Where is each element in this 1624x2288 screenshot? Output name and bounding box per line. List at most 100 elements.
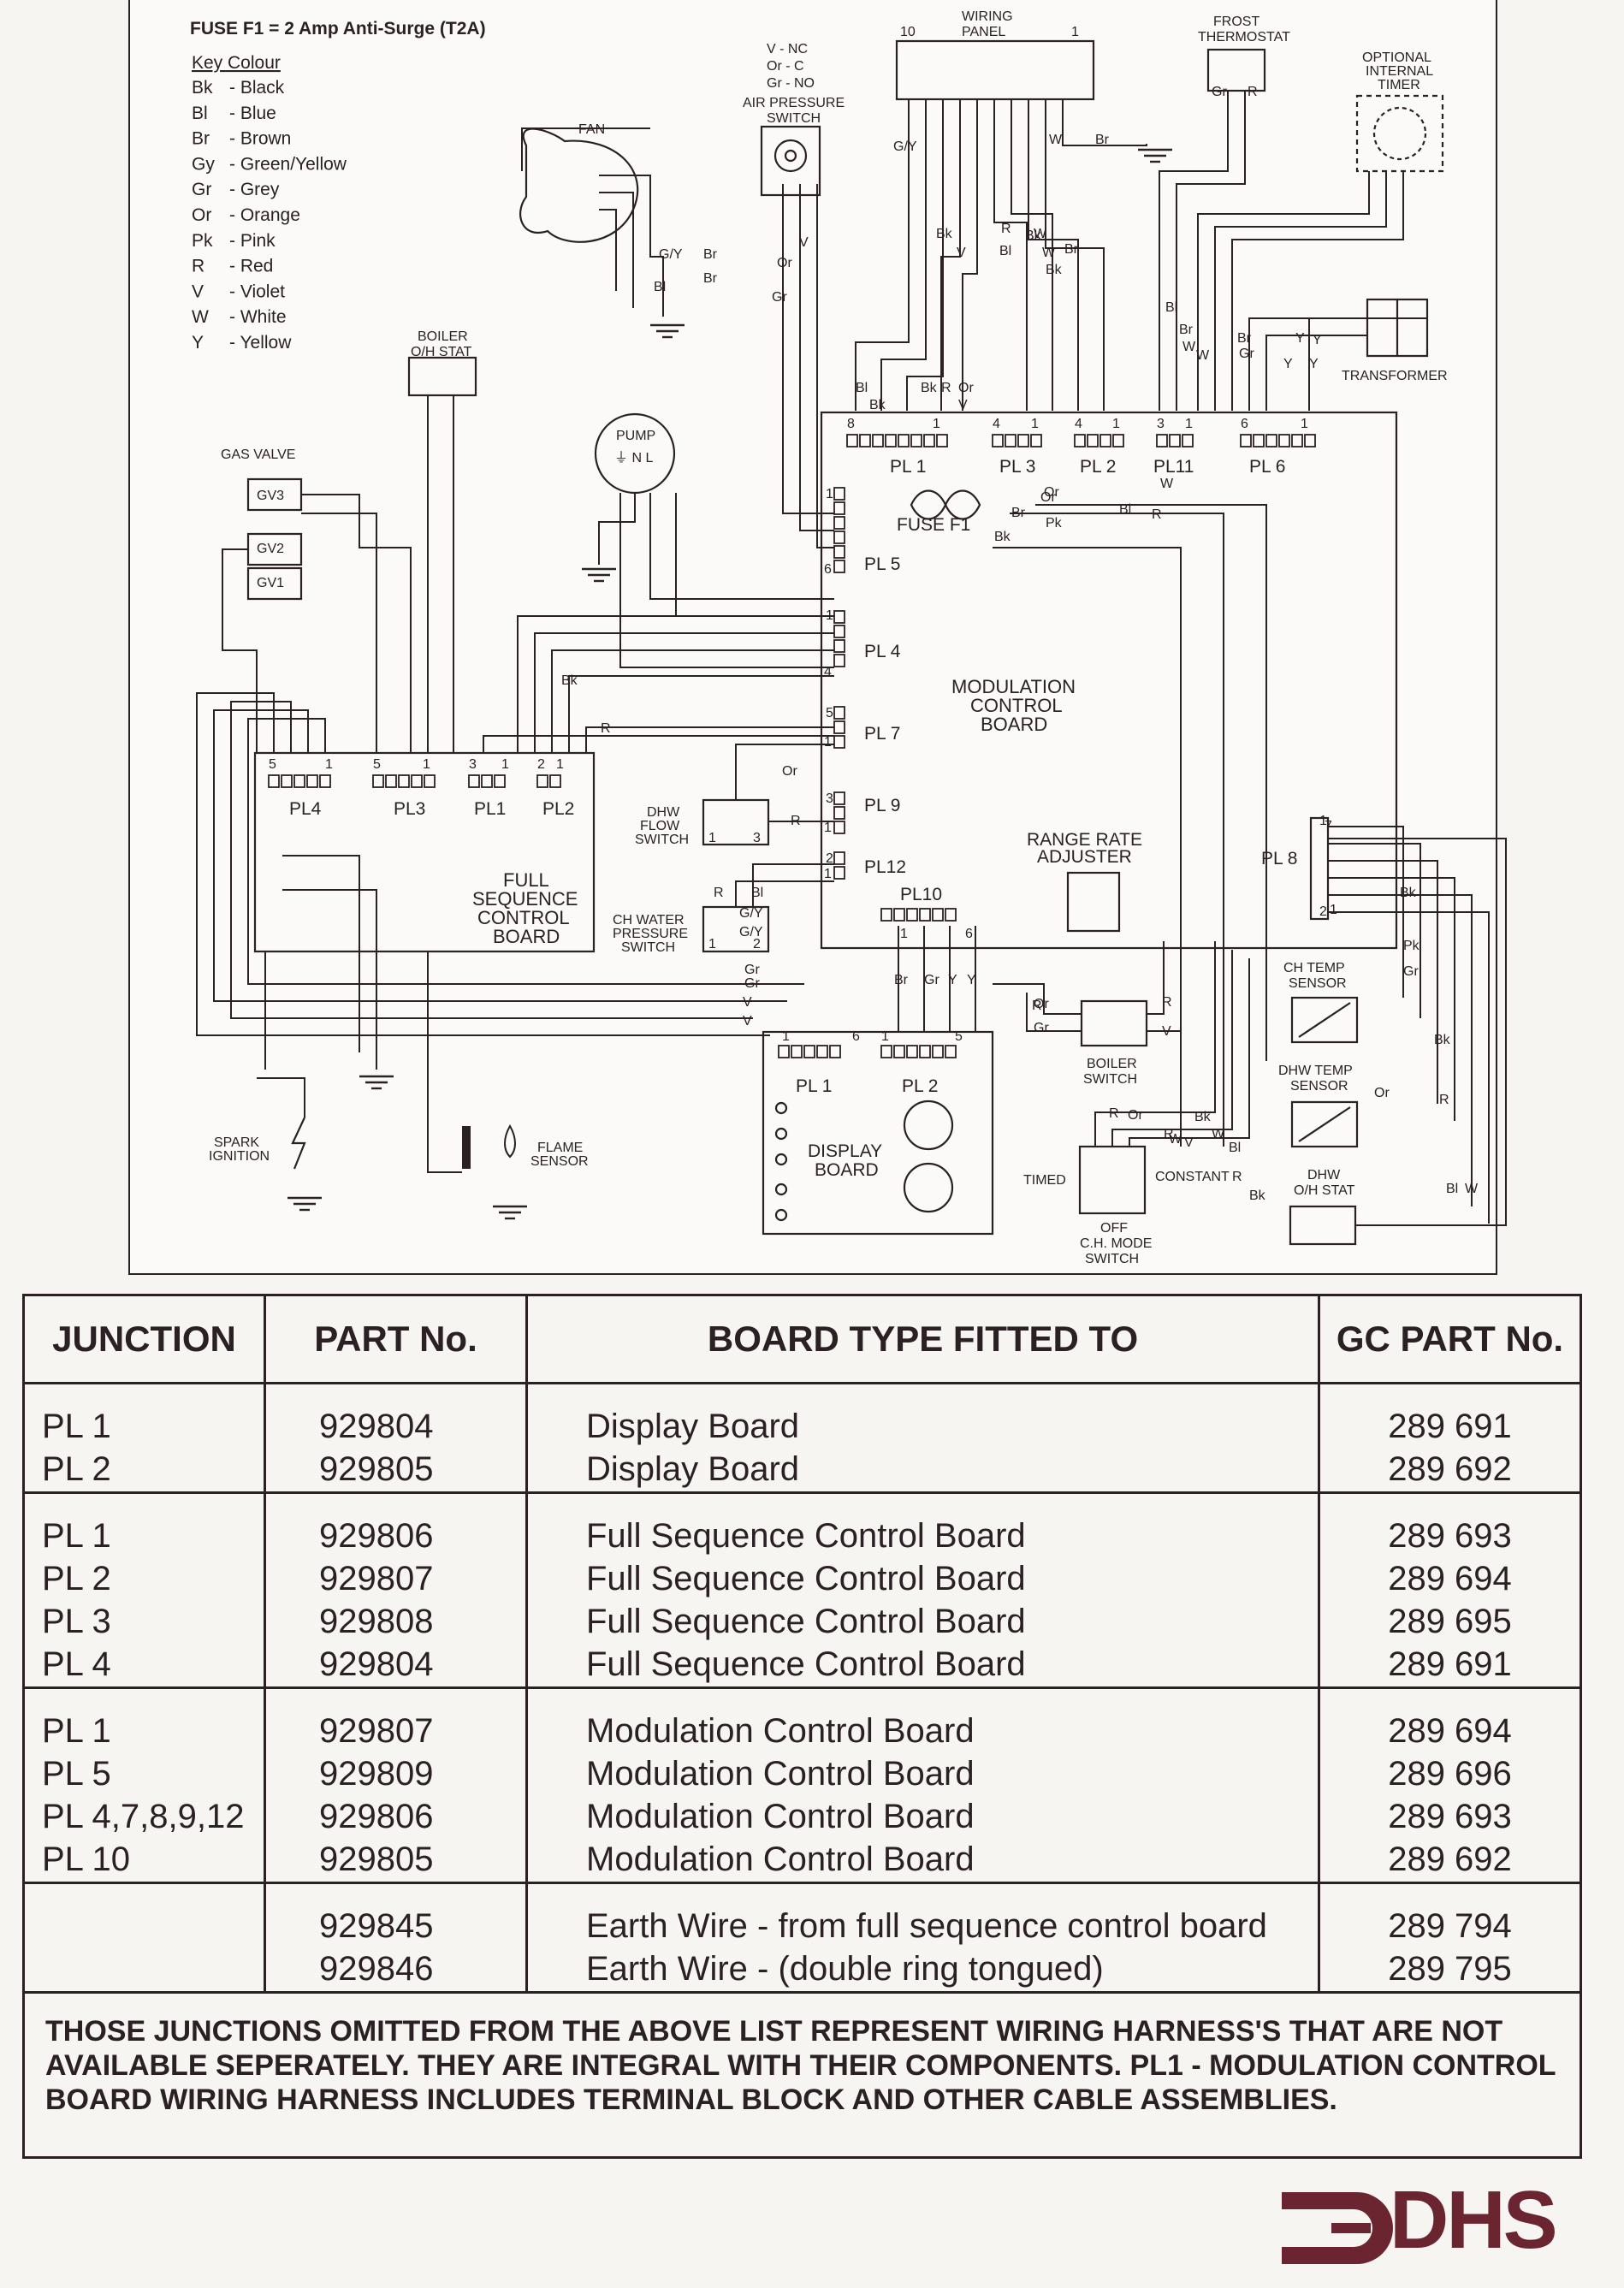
wire-colour-label: Bk (1400, 886, 1417, 900)
air-switch-legend-no: Gr - NO (767, 76, 815, 91)
wire (551, 649, 834, 753)
wire (752, 863, 834, 907)
mod-pl2-label: PL 2 (1080, 457, 1116, 477)
wire-colour-label: Bk (936, 227, 953, 241)
pin-number: 2 (1319, 904, 1327, 919)
wire (196, 692, 770, 1036)
wire (675, 493, 834, 617)
wire (1328, 860, 1438, 1104)
pin-number: 6 (1241, 417, 1248, 431)
connector-pin (833, 866, 845, 880)
connector-pin (306, 774, 318, 788)
connector-pin (398, 774, 410, 788)
air-switch-label: SWITCH (767, 111, 821, 126)
part-no-value: 929804 (319, 1408, 434, 1445)
key-colour-code: W (192, 307, 209, 327)
ch-water-pressure-label: PRESSURE (613, 927, 688, 941)
connector-pin (833, 821, 845, 834)
connector-pin (885, 434, 897, 448)
connector-pin (880, 908, 892, 922)
key-colour-name: - Black (229, 78, 285, 98)
wire-colour-label: W (1196, 348, 1210, 363)
key-colour-name: - White (229, 307, 287, 327)
connector-pin (411, 774, 423, 788)
connector-pin (833, 654, 845, 667)
key-colour-code: Gr (192, 180, 211, 199)
pin-number: 1 (824, 735, 832, 750)
boiler-switch-label: BOILER (1087, 1057, 1137, 1071)
fs-pl4-label: PL4 (289, 799, 322, 819)
wire (1094, 941, 1216, 1147)
connector-pin (919, 908, 931, 922)
wire-colour-label: W (1034, 227, 1047, 241)
pin-number: 1 (1319, 814, 1327, 828)
connector-pin (1005, 434, 1016, 448)
connector-pin (385, 774, 397, 788)
connector-strip (880, 908, 957, 922)
board-type-value: Display Board (586, 1408, 800, 1445)
connector-pin (833, 735, 845, 749)
wire-colour-label: G/Y (893, 139, 917, 154)
part-no-value: 929807 (319, 1712, 434, 1750)
pin-number: 8 (847, 417, 855, 431)
boiler-switch-label: SWITCH (1083, 1072, 1137, 1087)
connector-pin (846, 434, 858, 448)
air-switch-legend-c: Or - C (767, 59, 804, 74)
earth-icon (650, 323, 685, 339)
ch-mode-switch-label: C.H. MODE (1080, 1236, 1152, 1251)
connector-pin (1030, 434, 1042, 448)
flame-sensor-probe (462, 1126, 471, 1169)
connector-pin (1112, 434, 1124, 448)
connector-pin (424, 774, 436, 788)
wire-colour-label: Or (1128, 1108, 1143, 1123)
gas-valve-label: GAS VALVE (221, 448, 295, 462)
full-sequence-board-outline (253, 751, 596, 953)
full-sequence-label: CONTROL (477, 907, 570, 928)
mod-pl1-label: PL 1 (890, 457, 926, 477)
mod-pl3-label: PL 3 (999, 457, 1035, 477)
wire-colour-label: Br (1064, 242, 1079, 257)
wiring-diagram: FUSE F1 = 2 Amp Anti-Surge (T2A) Key Col… (190, 9, 1507, 1266)
key-colour-code: Bl (192, 104, 208, 123)
wire (1147, 941, 1165, 1015)
wire-colour-label: Bl (1119, 502, 1131, 517)
gc-part-no-value: 289 693 (1388, 1798, 1512, 1835)
pin-number: 3 (826, 791, 833, 806)
wire-colour-label: Bl (856, 381, 868, 395)
connector-pin (1304, 434, 1316, 448)
board-type-value: Modulation Control Board (586, 1755, 975, 1793)
connector-labels: PL 1 PL 3 PL 2 PL11 PL 6 PL 5 PL 4 PL 7 … (289, 457, 1297, 1096)
boiler-oh-stat-label: BOILER (418, 329, 468, 344)
connector-pin (932, 1045, 944, 1058)
wire-colour-label: V (957, 246, 966, 260)
wire (1011, 99, 1053, 411)
wire-colour-label: Gr (744, 976, 760, 991)
connector-pin (1169, 434, 1181, 448)
wire (1026, 993, 1082, 1032)
wire (301, 494, 412, 753)
connector-pin (923, 434, 935, 448)
wire-colour-label: W (1042, 246, 1056, 260)
wire-colour-label: Bk (1249, 1188, 1266, 1203)
optional-timer-box (1355, 94, 1444, 173)
board-type-value: Full Sequence Control Board (586, 1560, 1026, 1597)
wire (1328, 877, 1455, 1121)
wire (427, 951, 462, 1173)
pin-number: 1 (826, 487, 833, 501)
ch-water-pressure-label: SWITCH (621, 940, 675, 955)
connector-pin (833, 639, 845, 653)
junction-value: PL 2 (42, 1450, 111, 1488)
wire-colour-label: Br (703, 247, 718, 262)
pin-number: 1 (708, 831, 716, 845)
wire (534, 632, 834, 753)
key-colour-name: - Grey (229, 180, 280, 199)
